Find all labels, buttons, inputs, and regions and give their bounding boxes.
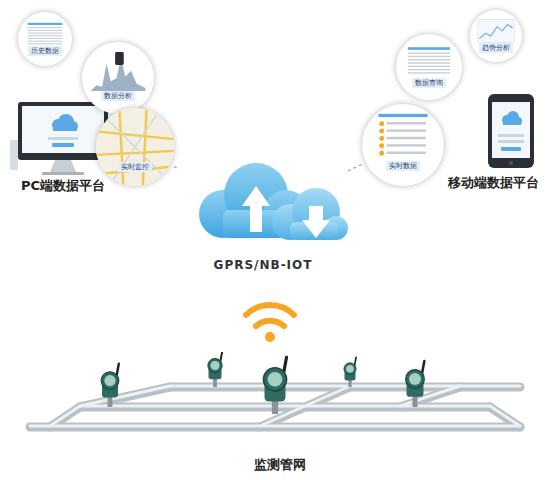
feature-label: 实时数据 <box>386 161 420 171</box>
node-label: GPRS/NB-IOT <box>178 258 348 272</box>
feature-circle: 实时监控 <box>96 108 174 186</box>
node-label: 监测管网 <box>20 456 540 474</box>
dashed-connector <box>174 167 178 169</box>
feature-circle: 数据分析 <box>82 42 154 114</box>
feature-circle: 实时数据 <box>362 104 444 186</box>
cloud-network: GPRS/NB-IOT <box>178 150 348 272</box>
feature-label: 数据分析 <box>101 91 135 101</box>
node-label: 移动端数据平台 <box>436 174 551 192</box>
feature-circle: 数据查询 <box>396 34 462 100</box>
pipe-network: 监测管网 <box>20 352 540 474</box>
mobile-platform: 移动端数据平台 <box>436 92 551 192</box>
feature-circle: 趋势分析 <box>470 10 522 62</box>
wireless-symbol <box>240 295 300 345</box>
feature-label: 趋势分析 <box>479 43 513 53</box>
dashed-connector <box>348 164 362 171</box>
feature-circle: 历史数据 <box>18 12 72 66</box>
feature-label: 数据查询 <box>412 78 446 88</box>
feature-label: 实时监控 <box>118 162 152 172</box>
feature-label: 历史数据 <box>28 46 62 56</box>
